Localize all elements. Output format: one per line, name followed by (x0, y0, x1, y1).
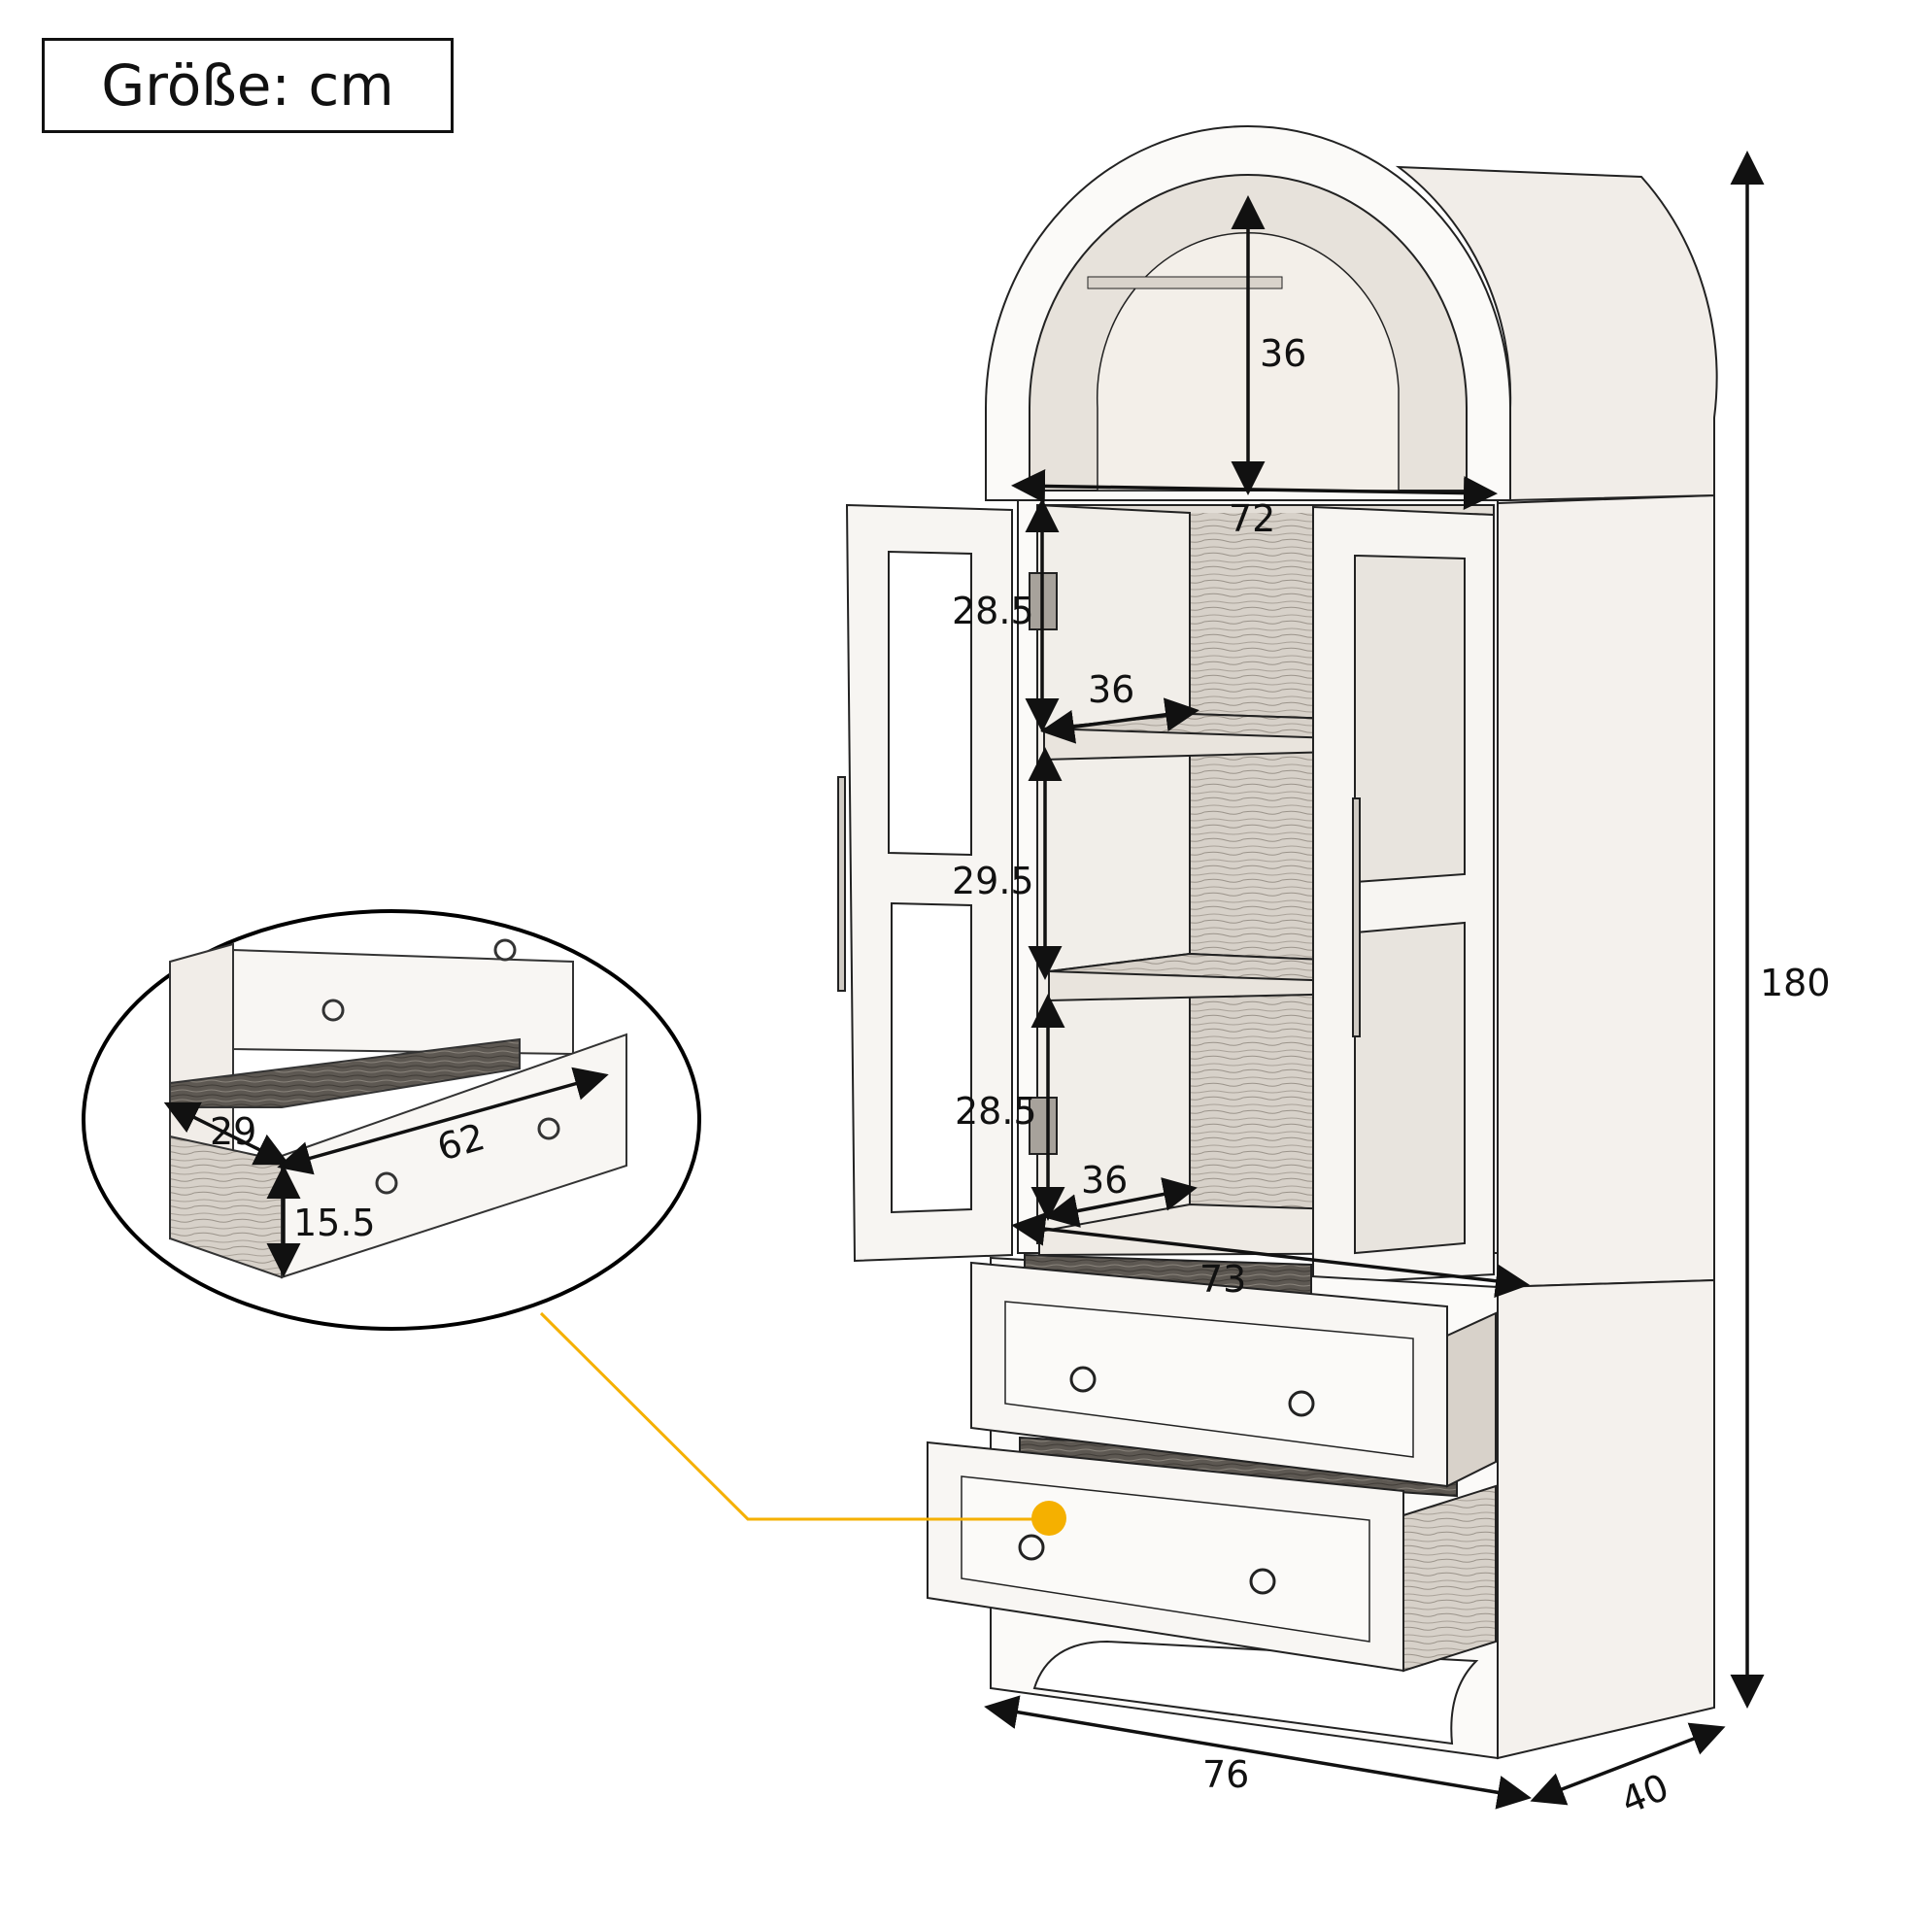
dim-line-drawer-depth (163, 1102, 290, 1166)
upper-drawer-knob-left (1069, 1366, 1097, 1393)
left-door-handle (837, 776, 846, 992)
left-door-glass-top (888, 550, 972, 857)
lower-drawer-knob-left (1018, 1534, 1045, 1561)
dim-shelf-bottom-height: 28.5 (955, 1090, 1037, 1133)
callout-dot (1031, 1501, 1066, 1536)
dim-cabinet-width: 73 (1199, 1258, 1246, 1301)
dim-total-depth: 40 (1615, 1765, 1674, 1822)
dimension-labels: 36 72 28.5 36 29.5 28.5 36 73 180 76 40 … (210, 332, 1831, 1822)
dim-line-drawer-width (277, 1067, 609, 1175)
dim-shelf-mid-height: 29.5 (952, 860, 1034, 902)
detail-upper-knob-right (493, 938, 517, 962)
upper-drawer-knob-right (1288, 1390, 1315, 1417)
lower-drawer-side (1402, 1484, 1497, 1673)
lower-cabinet-side (1497, 1278, 1715, 1760)
left-door-glass-bottom (891, 901, 972, 1214)
dim-shelf-bottom-depth: 36 (1081, 1159, 1128, 1202)
dim-arch-height: 36 (1260, 332, 1306, 375)
unit-label: Größe: cm (101, 52, 394, 119)
dim-line-total-width (984, 1695, 1532, 1810)
arch-inner-shelf (1087, 276, 1283, 289)
unit-label-box: Größe: cm (42, 38, 454, 133)
upper-drawer-panel (1004, 1301, 1414, 1458)
arch-top-depth (1395, 165, 1718, 502)
dim-shelf-top-height: 28.5 (952, 590, 1034, 632)
dim-drawer-height: 15.5 (293, 1202, 376, 1244)
right-door-handle (1352, 797, 1361, 1037)
lower-drawer-knob-right (1249, 1568, 1276, 1595)
drawer-detail-callout (82, 909, 701, 1331)
dim-shelf-top-depth: 36 (1088, 668, 1134, 711)
dim-arch-width: 72 (1229, 497, 1275, 540)
dimension-lines (163, 151, 1765, 1810)
callout-leader-line (539, 1311, 1039, 1521)
cabinet-left-wall (1036, 503, 1191, 1240)
detail-upper-drawer (232, 948, 574, 1056)
dim-drawer-depth: 29 (210, 1110, 256, 1153)
dim-line-shelf-top-depth (1040, 697, 1199, 744)
upper-drawer-side (1446, 1311, 1497, 1488)
dim-total-width: 76 (1202, 1753, 1249, 1796)
right-door-glass-bottom (1354, 921, 1466, 1255)
cabinet-side-panel (1497, 493, 1715, 1289)
dim-line-arch-width (1011, 468, 1498, 511)
dim-line-total-depth (1530, 1722, 1726, 1806)
dim-line-shelf-bottom-depth (1044, 1177, 1198, 1228)
dim-total-height: 180 (1760, 962, 1831, 1004)
detail-upper-knob-left (321, 999, 345, 1022)
dim-line-cabinet-width (1011, 1211, 1530, 1299)
right-door-glass-top (1354, 554, 1466, 884)
